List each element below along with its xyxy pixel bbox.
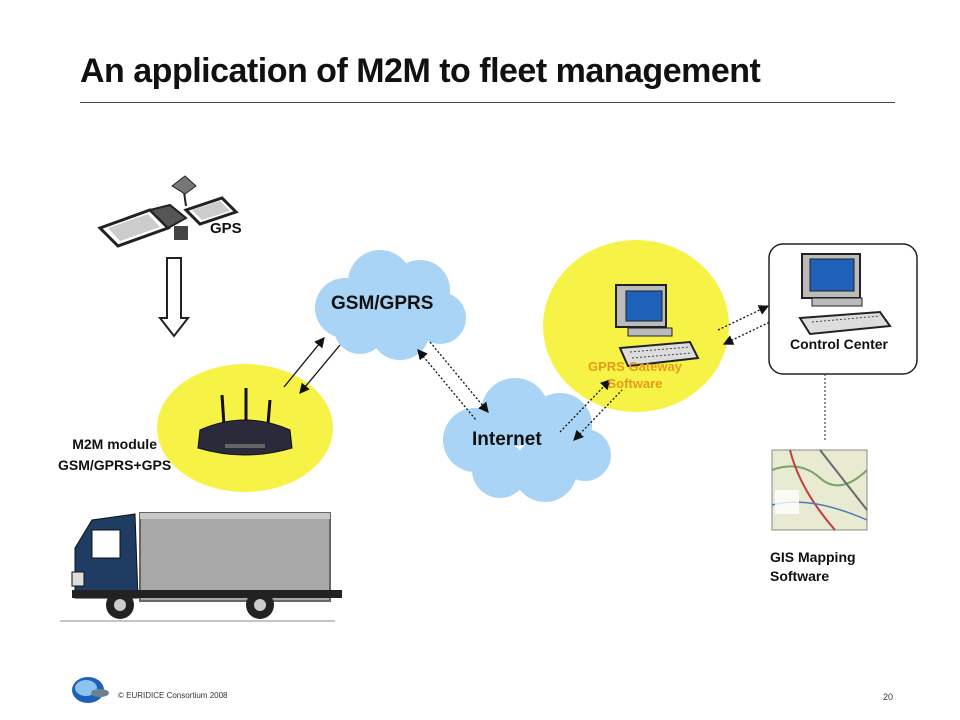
slide-title: An application of M2M to fleet managemen… xyxy=(80,52,761,90)
internet-label: Internet xyxy=(472,429,542,450)
footer-copyright: © EURIDICE Consortium 2008 xyxy=(118,691,228,700)
gis-map-icon xyxy=(771,449,868,531)
gateway-label: GPRS Gateway Software xyxy=(588,358,682,392)
control-center-label: Control Center xyxy=(790,336,888,352)
gateway-computer-icon xyxy=(615,284,700,368)
gps-label: GPS xyxy=(210,220,242,237)
gsm-gprs-label: GSM/GPRS xyxy=(331,293,434,314)
page-number: 20 xyxy=(883,692,894,702)
gateway-label-line1: GPRS Gateway xyxy=(588,359,682,374)
router-icon xyxy=(197,388,293,456)
satellite-icon xyxy=(97,175,239,248)
m2m-module-label: M2M module GSM/GPRS+GPS xyxy=(58,434,171,476)
title-divider xyxy=(80,102,895,103)
truck-icon xyxy=(60,512,342,622)
internet-cloud xyxy=(443,378,611,502)
gis-label-line1: GIS Mapping xyxy=(770,549,856,565)
gps-down-arrow xyxy=(157,257,191,338)
gateway-label-line2: Software xyxy=(607,376,663,391)
gis-label: GIS Mapping Software xyxy=(770,548,856,586)
euridice-logo xyxy=(72,677,109,703)
gis-label-line2: Software xyxy=(770,568,830,584)
module-label-line2: GSM/GPRS+GPS xyxy=(58,457,172,473)
control-center-computer-icon xyxy=(798,253,892,336)
gsm-cloud xyxy=(315,250,466,360)
module-label-line1: M2M module xyxy=(72,436,157,452)
